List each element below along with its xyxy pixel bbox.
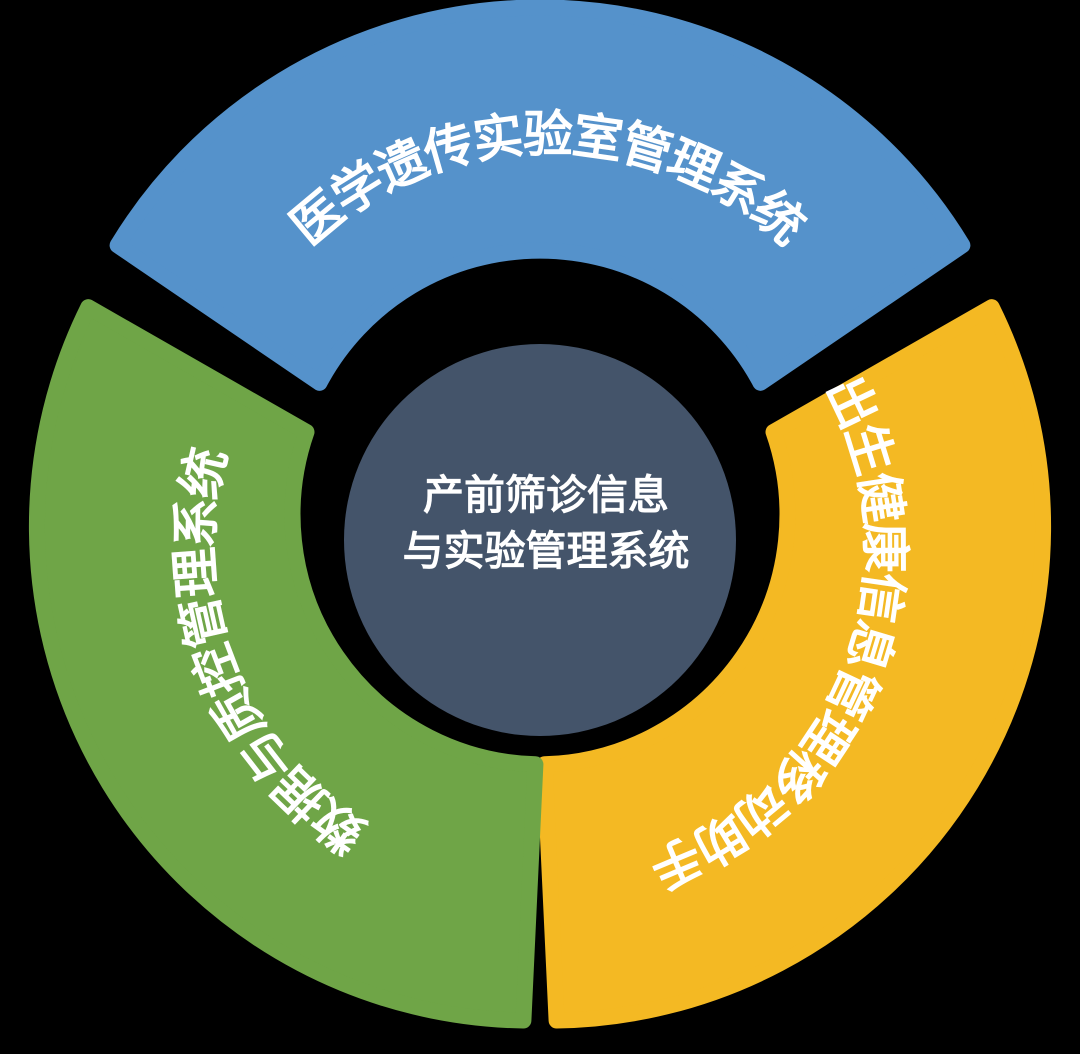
segment-medical-genetics-lab [109, 0, 971, 391]
center-label-line-1: 产前筛诊信息 [423, 471, 669, 519]
segment-data-quality-control [28, 299, 544, 1029]
center-label-line-2: 与实验管理系统 [403, 527, 690, 575]
center-circle [344, 344, 736, 736]
segment-birth-health-assistant [536, 299, 1052, 1029]
